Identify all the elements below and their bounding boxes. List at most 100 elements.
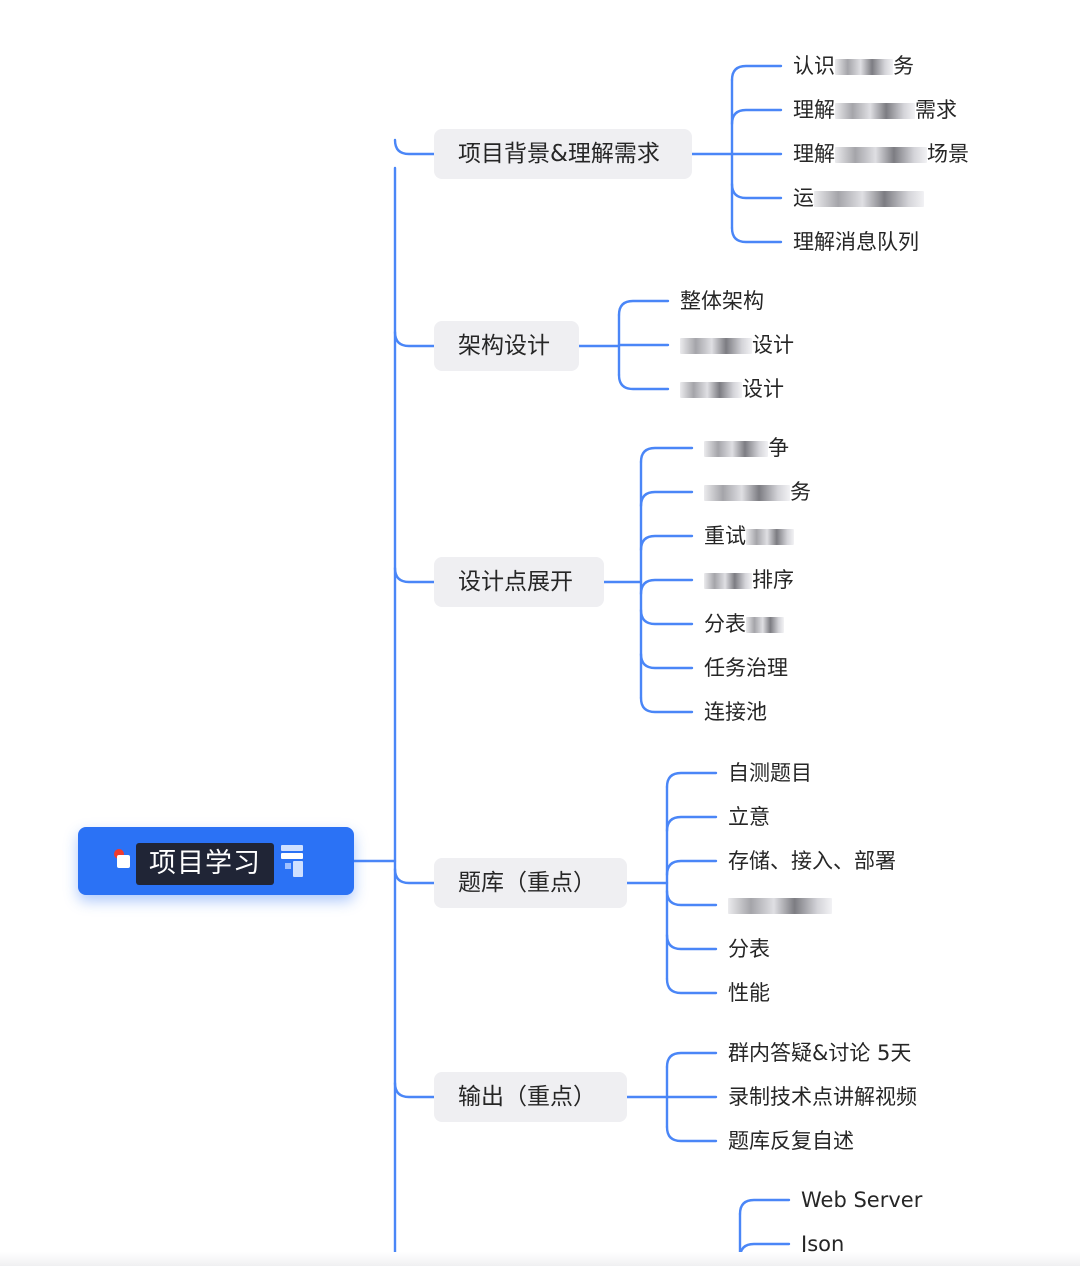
leaf-text: 分表: [704, 612, 746, 636]
leaf-text: 务: [893, 54, 914, 78]
obscured-text: [746, 617, 784, 633]
leaf-connector: [639, 696, 694, 714]
leaf-text: Web Server: [801, 1188, 923, 1212]
leaf-connector: [665, 1125, 718, 1143]
leaf-text: 重试: [704, 524, 746, 548]
leaf-node[interactable]: 排序: [704, 565, 794, 595]
leaf-text: 设计: [742, 377, 784, 401]
leaf-node[interactable]: 题库反复自述: [728, 1126, 854, 1156]
leaf-node[interactable]: 录制技术点讲解视频: [728, 1082, 917, 1112]
leaf-node[interactable]: 务: [704, 477, 811, 507]
leaf-text: 需求: [915, 98, 957, 122]
leaf-node[interactable]: 连接池: [704, 697, 767, 727]
branch-connector: [393, 867, 436, 885]
root-marker-dot: [114, 849, 124, 859]
leaf-node[interactable]: 理解 需求: [793, 95, 957, 125]
leaf-connector: [738, 1198, 791, 1216]
leaf-text: 存储、接入、部署: [728, 849, 896, 873]
leaf-text: 场景: [927, 142, 969, 166]
leaf-node[interactable]: 任务治理: [704, 653, 788, 683]
leaf-text: 群内答疑&讨论 5天: [728, 1041, 912, 1065]
obscured-text: [704, 485, 790, 501]
leaf-text: 分表: [728, 937, 770, 961]
leaf-node[interactable]: 性能: [728, 978, 770, 1008]
leaf-connector: [617, 299, 670, 317]
leaf-connector: [665, 933, 718, 951]
leaf-node[interactable]: 认识务: [793, 51, 914, 81]
branch-node[interactable]: 输出（重点）: [434, 1072, 627, 1122]
leaf-connector: [665, 771, 718, 789]
branch-node[interactable]: 项目背景&理解需求: [434, 129, 692, 179]
leaf-text: 自测题目: [728, 761, 812, 785]
leaf-connector: [639, 534, 694, 552]
leaf-text: 排序: [752, 568, 794, 592]
leaf-text: 任务治理: [704, 656, 788, 680]
root-node-label[interactable]: 项目学习: [136, 843, 274, 885]
leaf-connector: [665, 859, 718, 877]
document-icon: [281, 845, 303, 877]
leaf-connector: [639, 490, 694, 508]
obscured-text: [680, 338, 752, 354]
obscured-text: [814, 191, 924, 207]
leaf-node[interactable]: 设计: [680, 374, 784, 404]
leaf-text: 运: [793, 186, 814, 210]
leaf-node[interactable]: 自测题目: [728, 758, 812, 788]
leaf-node[interactable]: 立意: [728, 802, 770, 832]
leaf-node[interactable]: 理解消息队列: [793, 227, 919, 257]
leaf-text: 务: [790, 480, 811, 504]
leaf-connector: [665, 1051, 718, 1069]
leaf-connector: [665, 977, 718, 995]
obscured-text: [728, 898, 832, 914]
leaf-node[interactable]: 分表: [728, 934, 770, 964]
leaf-node[interactable]: 群内答疑&讨论 5天: [728, 1038, 911, 1068]
leaf-connector: [730, 64, 783, 82]
leaf-node[interactable]: 重试: [704, 521, 794, 551]
leaf-text: 设计: [752, 333, 794, 357]
branch-connector: [393, 138, 436, 156]
branch-node[interactable]: 题库（重点）: [434, 858, 627, 908]
branch-connector: [393, 566, 436, 584]
leaf-text: 理解: [793, 98, 835, 122]
leaf-node[interactable]: Web Server: [801, 1185, 922, 1215]
obscured-text: [835, 147, 927, 163]
leaf-text: 性能: [728, 981, 770, 1005]
leaf-node[interactable]: [728, 890, 832, 920]
leaf-node[interactable]: 运: [793, 183, 924, 213]
leaf-node[interactable]: 存储、接入、部署: [728, 846, 896, 876]
canvas-bottom-edge: [0, 1252, 1080, 1266]
leaf-connector: [665, 889, 718, 907]
leaf-text: 理解: [793, 142, 835, 166]
leaf-connector: [730, 108, 783, 126]
leaf-connector: [639, 446, 694, 464]
leaf-text: 立意: [728, 805, 770, 829]
leaf-text: 录制技术点讲解视频: [728, 1085, 917, 1109]
leaf-connector: [665, 815, 718, 833]
branch-node[interactable]: 设计点展开: [434, 557, 604, 607]
leaf-text: 争: [768, 436, 789, 460]
leaf-node[interactable]: 理解 场景: [793, 139, 969, 169]
leaf-connector: [617, 373, 670, 391]
leaf-text: 理解消息队列: [793, 230, 919, 254]
obscured-text: [680, 382, 742, 398]
root-marker-square: [117, 855, 130, 868]
leaf-node[interactable]: 整体架构: [680, 286, 764, 316]
branch-connector: [393, 1081, 436, 1099]
branch-connector: [393, 330, 436, 348]
leaf-node[interactable]: 分表: [704, 609, 784, 639]
leaf-node[interactable]: 争: [704, 433, 789, 463]
obscured-text: [704, 573, 752, 589]
leaf-text: 连接池: [704, 700, 767, 724]
leaf-node[interactable]: 设计: [680, 330, 794, 360]
obscured-text: [835, 59, 893, 75]
leaf-connector: [639, 608, 694, 626]
leaf-text: 整体架构: [680, 289, 764, 313]
leaf-text: 题库反复自述: [728, 1129, 854, 1153]
branch-node[interactable]: 架构设计: [434, 321, 579, 371]
leaf-connector: [639, 578, 694, 596]
obscured-text: [746, 529, 794, 545]
leaf-connector: [639, 652, 694, 670]
leaf-connector: [730, 226, 783, 244]
leaf-connector: [730, 182, 783, 200]
